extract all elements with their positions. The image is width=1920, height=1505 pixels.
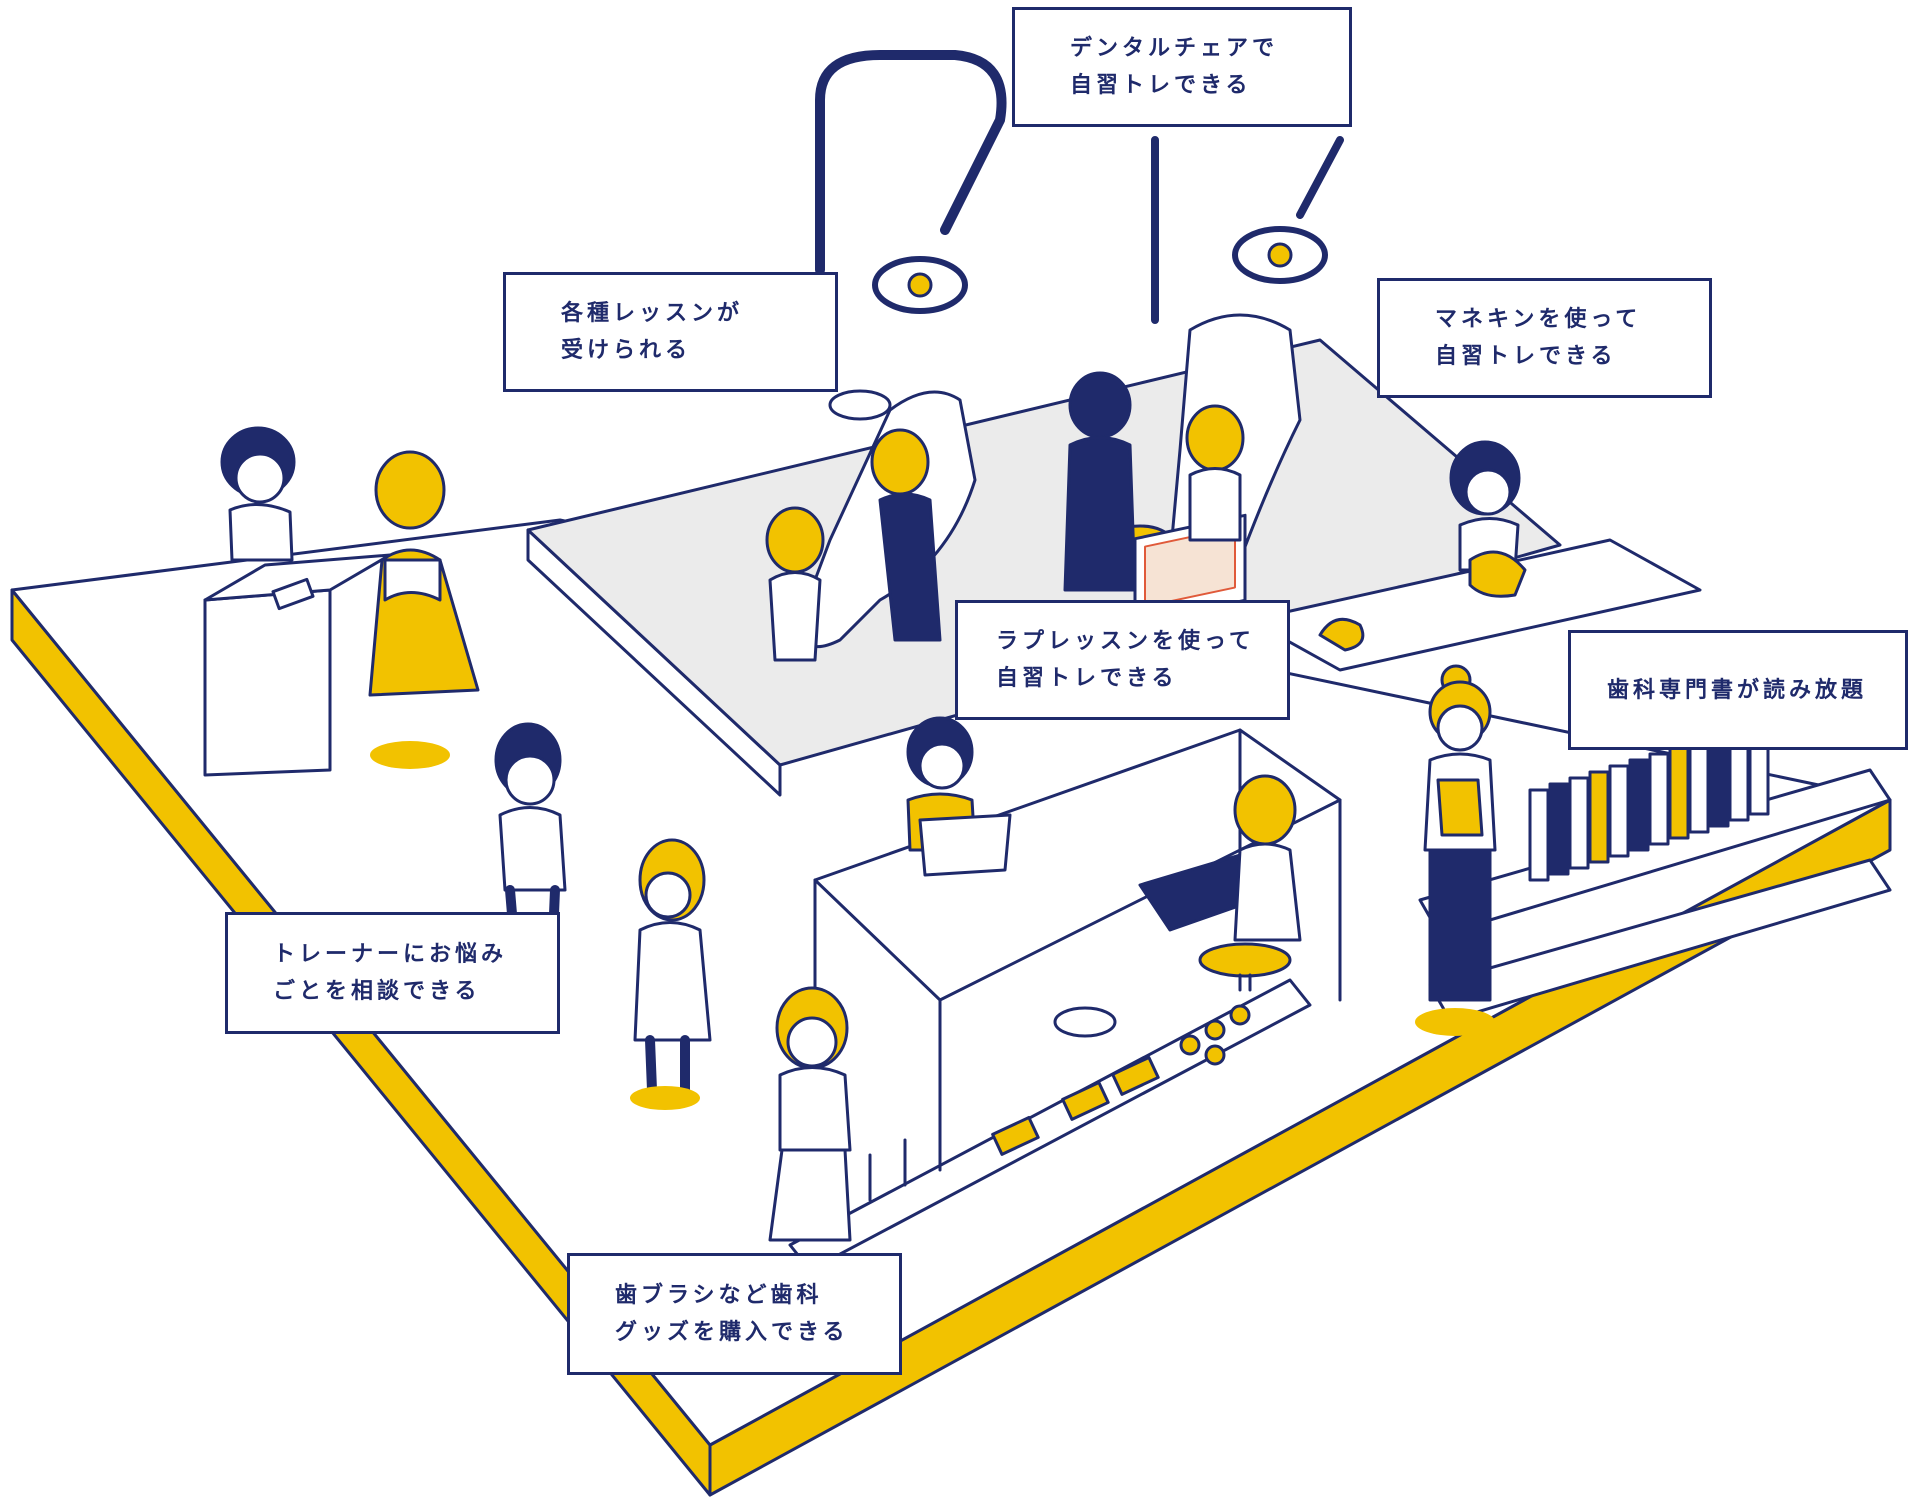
label-mannequin-line1: マネキンを使って: [1435, 307, 1642, 332]
reception-tablet-icon: [271, 577, 315, 611]
label-lab-lesson: ラプレッスンを使って 自習トレできる: [955, 600, 1297, 727]
person-trainer: [494, 722, 567, 1015]
person-book-reader: [1415, 664, 1497, 1036]
label-lessons-line1: 各種レッスンが: [561, 301, 744, 326]
dental-cuspidor-left-icon: [828, 389, 892, 421]
label-dental-chair-line2: 自習トレできる: [1070, 73, 1252, 98]
label-lessons: 各種レッスンが 受けられる: [503, 272, 845, 399]
reception-desk-front: [203, 588, 332, 777]
person-dental-chair-b: [870, 428, 942, 642]
person-mannequin-b: [1185, 404, 1245, 542]
label-lab-lesson-line1: ラプレッスンを使って: [996, 629, 1255, 654]
person-trainee: [630, 838, 712, 1110]
dental-lamp-arm-right: [1151, 136, 1344, 324]
person-reader: [906, 716, 1012, 877]
bookshelf-books: [1528, 722, 1770, 882]
person-reception-staff: [220, 426, 296, 562]
label-lab-lesson-line2: 自習トレできる: [996, 666, 1178, 691]
goods-item-1: [1061, 1080, 1110, 1121]
label-books-line1: 歯科専門書が読み放題: [1607, 677, 1868, 703]
label-trainer: トレーナーにお悩み ごとを相談できる: [225, 912, 567, 1041]
label-dental-chair-line1: デンタルチェアで: [1070, 36, 1279, 61]
label-goods-line1: 歯ブラシなど歯科: [615, 1283, 823, 1308]
label-trainer-line1: トレーナーにお悩み: [273, 942, 508, 967]
study-table-legs: [813, 728, 1342, 1162]
goods-display-stand-icon: [1053, 1006, 1117, 1038]
person-dental-chair-a: [765, 506, 825, 662]
person-mannequin-c: [1449, 440, 1527, 598]
label-books: 歯科専門書が読み放題: [1568, 630, 1915, 757]
person-shopper: [768, 986, 852, 1242]
label-dental-chair: デンタルチェアで 自習トレできる: [1012, 7, 1359, 134]
label-lessons-line2: 受けられる: [561, 338, 692, 363]
person-laptop-user: [1198, 774, 1302, 992]
label-goods: 歯ブラシなど歯科 グッズを購入できる: [567, 1253, 909, 1382]
person-reception-visitor: [368, 450, 480, 769]
dental-lamp-arm-left: [815, 50, 1007, 275]
goods-item-2: [1111, 1055, 1160, 1096]
person-mannequin-a: [1063, 371, 1137, 592]
label-goods-line2: グッズを購入できる: [615, 1320, 849, 1345]
label-trainer-line2: ごとを相談できる: [273, 979, 481, 1004]
goods-buttons: [1179, 1004, 1251, 1066]
label-mannequin-line2: 自習トレできる: [1435, 344, 1617, 369]
mannequin-jaw-icon: [1318, 617, 1365, 652]
bookshelf-shelf: [1428, 858, 1892, 1022]
goods-item-3: [991, 1115, 1040, 1156]
label-mannequin: マネキンを使って 自習トレできる: [1377, 278, 1719, 405]
